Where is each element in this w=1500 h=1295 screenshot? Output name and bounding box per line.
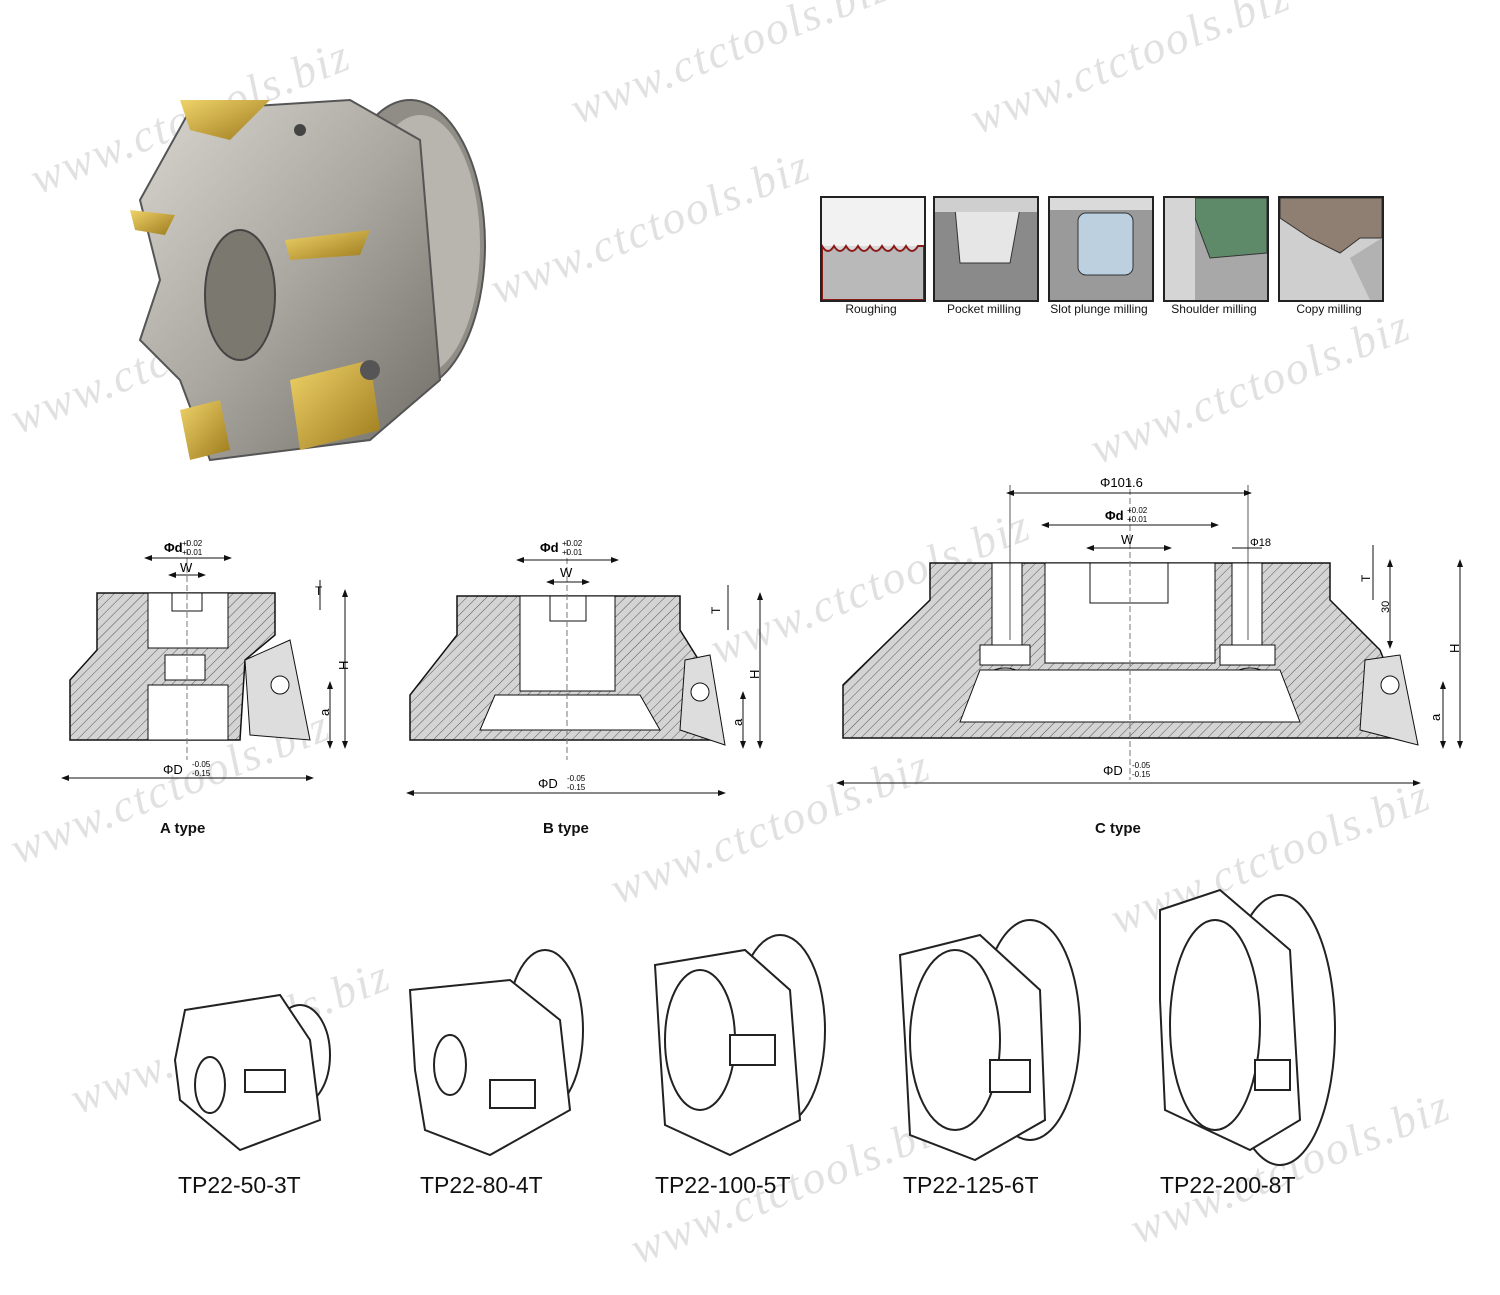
a-d-tol-up: +0.02 <box>182 539 203 548</box>
c-d-symbol: Φd <box>1105 508 1124 523</box>
operation-label: Shoulder milling <box>1171 302 1257 316</box>
watermark: www.ctctools.biz <box>1082 299 1418 474</box>
tp22-200-8t-sketch <box>1159 888 1336 1166</box>
c-D-tol-up: -0.05 <box>1132 761 1151 770</box>
b-t-label: T <box>709 606 723 614</box>
model-label: TP22-200-8T <box>1160 1172 1296 1198</box>
watermark: www.ctctools.biz <box>562 0 898 134</box>
c-D-tol-low: -0.15 <box>1132 770 1151 779</box>
c-d-tol-low: +0.01 <box>1127 515 1148 524</box>
tp22-50-3t-sketch <box>173 993 331 1152</box>
a-d-tol-low: +0.01 <box>182 548 203 557</box>
a-h-label: H <box>336 661 351 670</box>
operation-label: Roughing <box>845 302 897 316</box>
copy-milling-image <box>1278 196 1384 302</box>
c-w-label: W <box>1121 532 1134 547</box>
a-type-drawing <box>61 540 348 781</box>
tp22-80-4t-sketch <box>408 949 584 1157</box>
c-h-label: H <box>1447 644 1462 653</box>
c-a-label: a <box>1428 713 1443 721</box>
watermark: www.ctctools.biz <box>482 139 818 314</box>
b-type-drawing <box>406 540 763 796</box>
a-d-symbol: Φd <box>164 540 183 555</box>
tp22-125-6t-sketch <box>898 919 1081 1162</box>
roughing-image <box>820 196 926 302</box>
watermark: www.ctctools.biz <box>962 0 1298 144</box>
operation-label: Slot plunge milling <box>1050 302 1148 316</box>
model-label: TP22-125-6T <box>903 1172 1039 1198</box>
a-a-label: a <box>317 708 332 716</box>
c-d-tol-up: +0.02 <box>1127 506 1148 515</box>
b-h-label: H <box>747 670 762 679</box>
model-label: TP22-50-3T <box>178 1172 301 1198</box>
a-D-symbol: ΦD <box>163 762 183 777</box>
c-type-drawing <box>836 480 1463 786</box>
c-bolt-circle: Φ101.6 <box>1100 475 1143 490</box>
b-d-tol-low: +0.01 <box>562 548 583 557</box>
b-w-label: W <box>560 565 573 580</box>
tp22-100-5t-sketch <box>653 934 826 1157</box>
technical-drawings: Φd +0.02 +0.01 W T H a ΦD -0.05 -0.15 Φd… <box>61 475 1463 796</box>
operation-label: Copy milling <box>1296 302 1362 316</box>
pocket-milling-image <box>933 196 1039 302</box>
a-D-tol-up: -0.05 <box>192 760 211 769</box>
slot-plunge-milling-image <box>1048 196 1154 302</box>
model-sketches <box>173 888 1336 1166</box>
model-label: TP22-100-5T <box>655 1172 791 1198</box>
c-type-label: C type <box>1095 820 1141 837</box>
b-type-label: B type <box>543 820 589 837</box>
a-type-label: A type <box>160 820 206 837</box>
c-t-label: T <box>1359 574 1373 582</box>
a-t-label: T <box>315 584 323 598</box>
a-D-tol-low: -0.15 <box>192 769 211 778</box>
b-d-symbol: Φd <box>540 540 559 555</box>
c-D-symbol: ΦD <box>1103 763 1123 778</box>
shoulder-milling-image <box>1163 196 1269 302</box>
model-label: TP22-80-4T <box>420 1172 543 1198</box>
c-depth-label: 30 <box>1380 601 1392 613</box>
b-d-tol-up: +0.02 <box>562 539 583 548</box>
b-D-tol-low: -0.15 <box>567 783 586 792</box>
b-D-symbol: ΦD <box>538 776 558 791</box>
b-D-tol-up: -0.05 <box>567 774 586 783</box>
a-w-label: W <box>180 560 193 575</box>
b-a-label: a <box>730 718 745 726</box>
c-hole-label: Φ18 <box>1250 537 1271 549</box>
milling-cutter-photo <box>130 98 486 462</box>
operation-label: Pocket milling <box>946 302 1022 316</box>
